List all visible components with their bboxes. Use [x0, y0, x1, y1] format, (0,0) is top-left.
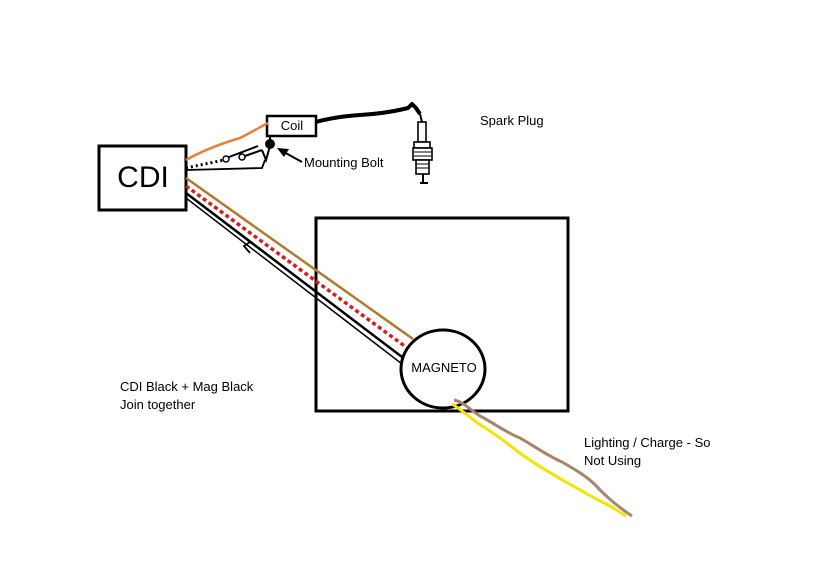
- join-note: CDI Black + Mag Black Join together: [120, 378, 253, 414]
- switch-lever: [228, 145, 259, 158]
- mounting-bolt-label: Mounting Bolt: [304, 155, 384, 170]
- switch-contact-2: [238, 153, 246, 161]
- direction-arrow: [242, 241, 251, 254]
- join-note-line2: Join together: [120, 397, 196, 412]
- ground-wire: [185, 159, 266, 171]
- red-dotted-wire: [184, 184, 412, 352]
- lighting-note-line2: Not Using: [584, 453, 642, 468]
- magneto-ellipse: [399, 328, 487, 410]
- black-wire: [185, 192, 407, 361]
- bolt-pointer-head: [277, 148, 289, 157]
- yellow-wire: [451, 402, 627, 518]
- kill-wire-dotted: [185, 158, 225, 170]
- switch-contact-1: [222, 155, 230, 163]
- coil-label: Coil: [280, 118, 304, 133]
- switch-to-bolt: [261, 145, 271, 164]
- lighting-note-line1: Lighting / Charge - So: [584, 435, 711, 450]
- white-wire: [185, 197, 403, 365]
- switch-link: [244, 149, 263, 157]
- spark-plug: [412, 113, 433, 184]
- brown-wire: [185, 176, 414, 341]
- cdi-label: CDI: [117, 161, 169, 194]
- cdi-box: [97, 144, 188, 212]
- lighting-note: Lighting / Charge - So Not Using: [584, 434, 710, 470]
- spark-plug-label: Spark Plug: [480, 113, 544, 128]
- ht-lead: [315, 102, 422, 124]
- join-note-line1: CDI Black + Mag Black: [120, 379, 254, 394]
- magneto-label: MAGNETO: [411, 360, 477, 375]
- tan-wire: [453, 398, 633, 518]
- orange-wire: [185, 121, 269, 162]
- coil-box: [265, 114, 318, 138]
- housing-box: [314, 216, 570, 413]
